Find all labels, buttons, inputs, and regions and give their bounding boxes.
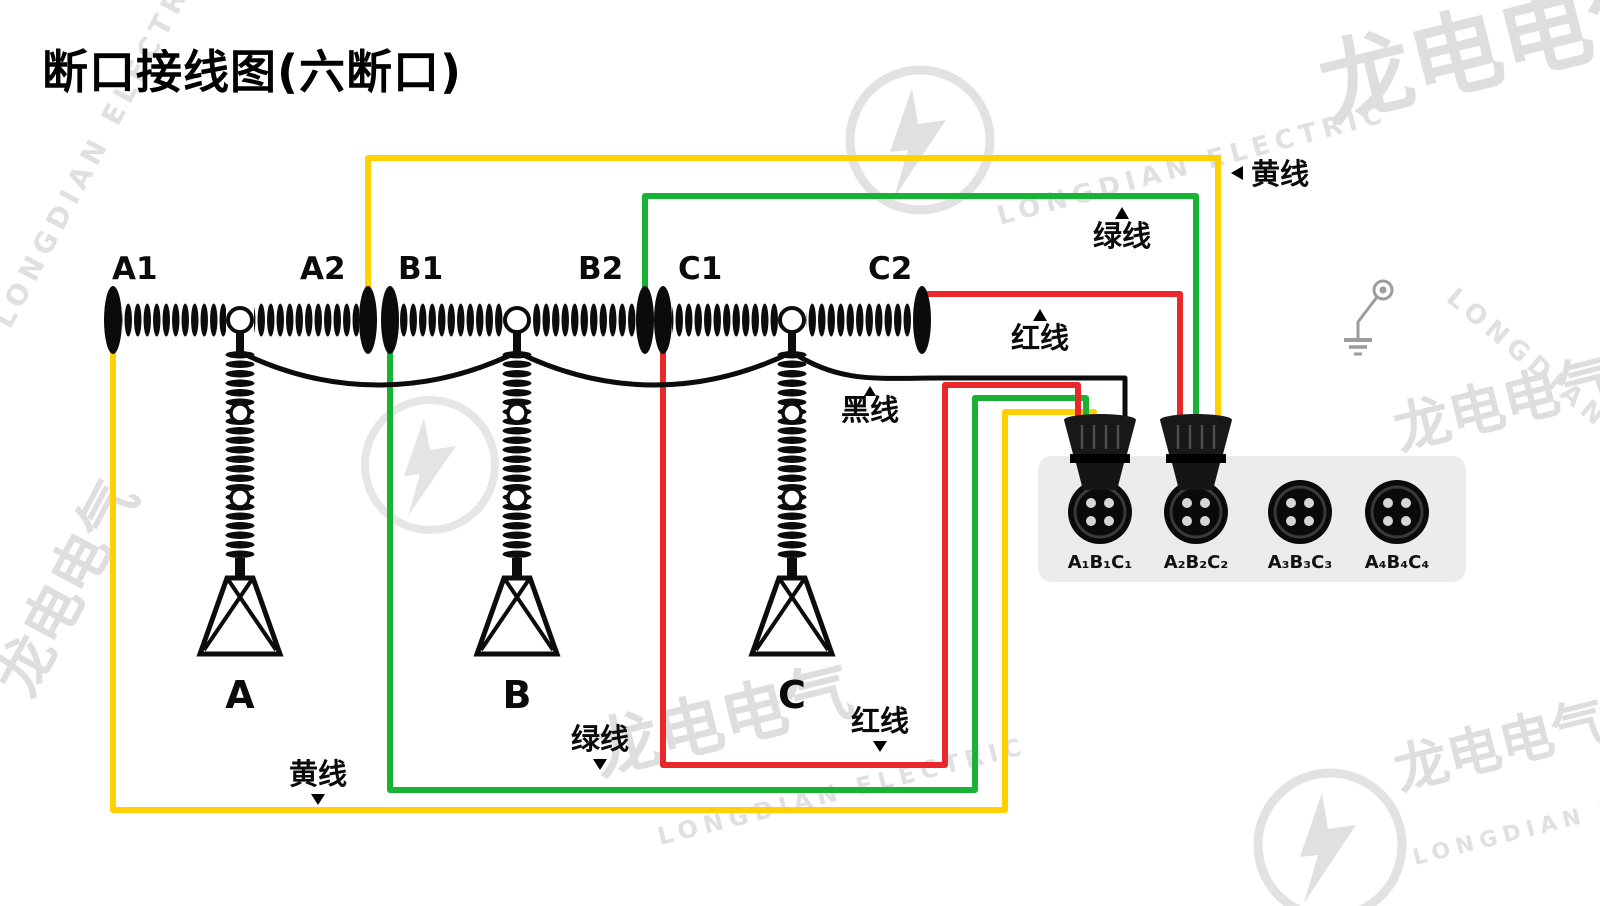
string-ball-joint [781, 402, 803, 424]
string-ball-joint [781, 487, 803, 509]
center-joint [778, 306, 806, 334]
terminal-label-a1: A1 [112, 251, 158, 287]
watermark-logo-circle [845, 65, 995, 215]
watermark-text: 龙电电气 [1309, 0, 1600, 141]
black-jumper-ab [237, 349, 520, 388]
arrow-up-icon [864, 386, 876, 396]
watermark-logo-circle [1253, 768, 1407, 906]
joint-link [236, 330, 244, 352]
socket-label-2: A₂B₂C₂ [1164, 552, 1229, 573]
red-wire-top [925, 291, 1183, 427]
arrow-down-icon [873, 741, 887, 752]
terminal-disc-c2 [913, 286, 931, 354]
watermark-text: 龙电电气 [1388, 689, 1600, 802]
insulator-ribs [122, 303, 226, 337]
terminal-disc-b1 [381, 286, 399, 354]
string-fitting [787, 558, 797, 578]
yellow-bottom-label: 黄线 [289, 757, 347, 791]
phase-label-a: A [225, 673, 255, 717]
black-label: 黑线 [841, 393, 899, 427]
breaker-b: B1 B2 B [381, 251, 654, 717]
black-wires [237, 349, 1128, 426]
phase-label-b: B [503, 673, 532, 717]
breaker-c: C1 C2 C [654, 251, 931, 717]
string-ball-joint [506, 402, 528, 424]
watermark-text: 龙电电气 [0, 470, 151, 707]
joint-link [513, 330, 521, 352]
string-fitting [235, 558, 245, 578]
socket-4: A₄B₄C₄ [1365, 480, 1430, 573]
insulator-string [225, 350, 255, 560]
terminal-label-c2: C2 [868, 251, 912, 287]
socket-1: A₁B₁C₁ [1068, 480, 1133, 573]
black-jumper-bc [514, 349, 795, 388]
arrow-up-icon [1115, 207, 1129, 219]
socket-2: A₂B₂C₂ [1164, 480, 1229, 573]
tower-bracing [754, 576, 830, 652]
yellow-top-label: 黄线 [1251, 157, 1309, 191]
connector-panel: A₁B₁C₁ A₂B₂C₂ A₃B₃C₃ A₄B₄C₄ [1038, 414, 1466, 582]
tower-bracing [202, 576, 278, 652]
arrow-up-icon [1033, 309, 1047, 321]
center-joint [503, 306, 531, 334]
ground-icon [1344, 279, 1394, 356]
insulator-ribs [806, 303, 913, 337]
tower-base [473, 575, 561, 657]
watermark-logo-bolt-icon [890, 88, 946, 198]
string-ball-joint [229, 402, 251, 424]
terminal-disc-a2 [359, 286, 377, 354]
arrow-left-icon [1231, 166, 1243, 180]
insulator-ribs [399, 303, 503, 337]
string-ball-joint [506, 487, 528, 509]
plug-2 [1160, 414, 1232, 490]
string-ball-joint [229, 487, 251, 509]
center-joint [226, 306, 254, 334]
arrow-down-icon [311, 794, 325, 805]
string-fitting [512, 558, 522, 578]
black-wire-to-plug [789, 349, 1128, 426]
green-bottom-label: 绿线 [571, 722, 629, 756]
page-title: 断口接线图(六断口) [42, 45, 462, 99]
socket-label-3: A₃B₃C₃ [1268, 552, 1333, 573]
plug-1 [1064, 414, 1136, 490]
green-top-label: 绿线 [1093, 219, 1151, 253]
red-wire-bottom [660, 342, 1081, 768]
tower-base [748, 575, 836, 657]
wires [110, 155, 1221, 813]
insulator-ribs [672, 303, 778, 337]
red-top-label: 红线 [1011, 321, 1069, 355]
watermark-logo-circle [361, 396, 499, 534]
terminal-label-b2: B2 [578, 251, 623, 287]
breaker-a: A1 A2 A [104, 251, 377, 717]
socket-3: A₃B₃C₃ [1268, 480, 1333, 573]
green-wire-top [642, 193, 1199, 427]
phase-label-c: C [778, 673, 806, 717]
green-wire-bottom [387, 342, 1089, 793]
socket-label-1: A₁B₁C₁ [1068, 552, 1133, 573]
watermark-logo-bolt-icon [1300, 793, 1356, 903]
tower-bracing [479, 576, 555, 652]
red-bottom-label: 红线 [851, 704, 909, 738]
yellow-wire-top [365, 155, 1221, 427]
insulator-string [777, 350, 807, 560]
wire-label-group: 黄线 绿线 红线 黑线 红线 绿线 黄线 [289, 157, 1309, 805]
tower-base [196, 575, 284, 657]
arrow-down-icon [593, 759, 607, 770]
terminal-label-c1: C1 [678, 251, 722, 287]
insulator-ribs [531, 303, 636, 337]
insulator-string [502, 350, 532, 560]
socket-label-4: A₄B₄C₄ [1365, 552, 1430, 573]
insulator-ribs [254, 303, 359, 337]
panel-background [1038, 456, 1466, 582]
terminal-label-b1: B1 [398, 251, 443, 287]
terminal-label-a2: A2 [300, 251, 346, 287]
terminal-disc-a1 [104, 286, 122, 354]
terminal-disc-c1 [654, 286, 672, 354]
watermark-logo-bolt-icon [404, 418, 456, 516]
joint-link [788, 330, 796, 352]
yellow-wire-bottom [110, 342, 1097, 813]
terminal-disc-b2 [636, 286, 654, 354]
watermark-text: 龙电电气 [1388, 346, 1600, 463]
